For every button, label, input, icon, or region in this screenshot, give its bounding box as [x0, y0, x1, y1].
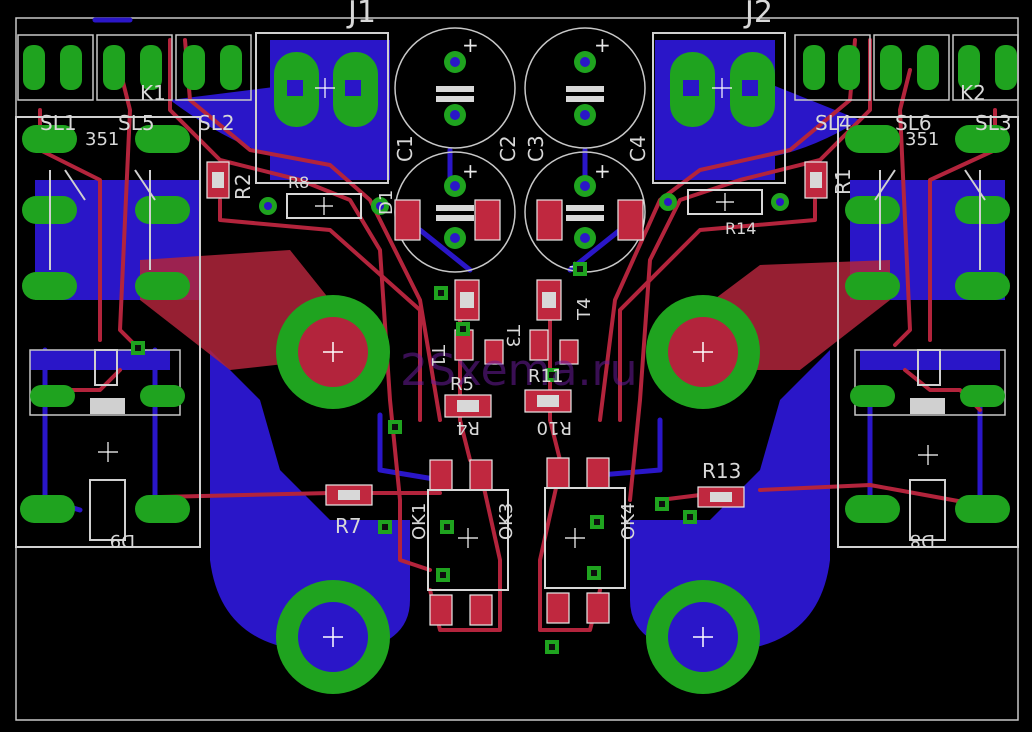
- vias: [131, 262, 697, 654]
- label-r10: R10: [537, 417, 572, 438]
- label-ok1: OK1: [409, 503, 430, 540]
- svg-text:+: +: [462, 33, 479, 57]
- component-origin-crosses: [98, 78, 938, 548]
- label-r14: R14: [725, 219, 756, 238]
- svg-text:+: +: [462, 159, 479, 183]
- smd-transistor-pads: [429, 329, 610, 626]
- relay-switch-symbols: [49, 169, 986, 541]
- connector-j1: [255, 32, 389, 184]
- resistor-r8-body: [259, 193, 389, 219]
- silkscreen-labels: J1 J2 SL1 SL5 SL2 SL4 SL6 SL3 K1 351 K2 …: [40, 0, 1012, 551]
- label-k1-extra: 351: [85, 129, 119, 150]
- label-sl4: SL4: [815, 111, 852, 135]
- label-k2: K2: [960, 81, 986, 105]
- mounting-crosses: [323, 342, 713, 647]
- capacitor-plus-signs: + + + + +: [462, 33, 611, 276]
- label-r8: R8: [288, 173, 309, 192]
- label-r4: R4: [456, 417, 480, 438]
- watermark-text: 2Sxema.ru: [400, 345, 637, 396]
- label-ok4: OK4: [618, 503, 639, 540]
- label-sl3: SL3: [975, 111, 1012, 135]
- capacitor-pads: [436, 51, 604, 249]
- label-sl6: SL6: [895, 111, 932, 135]
- label-k1: K1: [140, 81, 166, 105]
- label-c1: C1: [393, 135, 417, 162]
- label-r13: R13: [702, 459, 741, 483]
- relay-k2-pads: [845, 125, 1010, 523]
- label-r1: R1: [831, 168, 855, 195]
- resistor-r14-body: [659, 189, 789, 215]
- label-d9: D9: [110, 530, 135, 551]
- label-ok3: OK3: [496, 503, 517, 540]
- label-k2-extra: 351: [905, 129, 939, 150]
- relay-k1-pads: [20, 125, 190, 523]
- label-j1: J1: [346, 0, 376, 30]
- optocoupler-outlines: [427, 487, 626, 591]
- headers-right: [794, 34, 1019, 101]
- label-j2: J2: [743, 0, 773, 30]
- svg-text:+: +: [594, 33, 611, 57]
- label-sl2: SL2: [198, 111, 235, 135]
- label-sl1: SL1: [40, 111, 77, 135]
- label-c2: C2: [496, 135, 520, 162]
- label-t3: T3: [502, 324, 523, 347]
- connector-j2: [652, 32, 786, 184]
- label-r5: R5: [450, 374, 474, 395]
- headers-left: [17, 34, 252, 101]
- label-c4: C4: [626, 135, 650, 162]
- label-r7: R7: [335, 514, 362, 538]
- relay-k2-outline: [837, 116, 1019, 548]
- smd-diode-pads: [394, 199, 644, 241]
- label-c3: C3: [524, 135, 548, 162]
- label-r11: R11: [528, 366, 563, 387]
- label-d1: D1: [376, 190, 397, 215]
- label-sl5: SL5: [118, 111, 155, 135]
- label-t1: T1: [427, 344, 448, 367]
- label-r2: R2: [231, 173, 255, 200]
- label-d8: D8: [910, 530, 935, 551]
- label-t4: T4: [574, 298, 595, 321]
- svg-text:+: +: [594, 159, 611, 183]
- smd-resistors: [206, 161, 828, 508]
